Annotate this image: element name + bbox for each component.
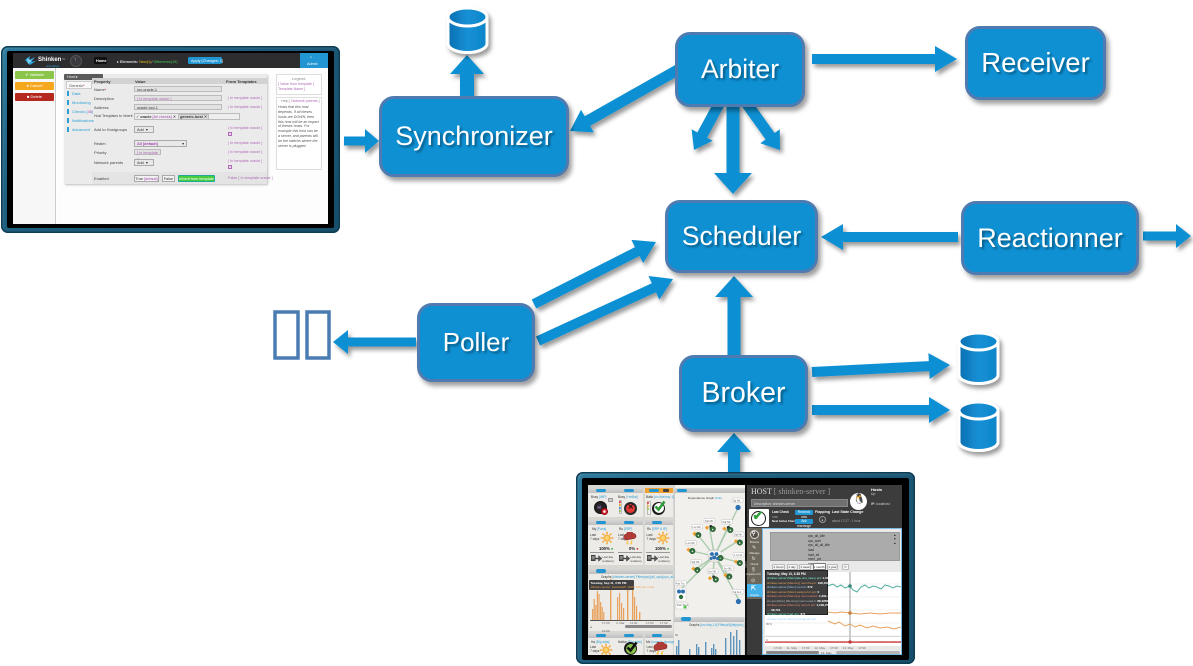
- svg-text:Srv N6: Srv N6: [723, 567, 731, 571]
- svg-text:♦: ♦: [696, 568, 698, 572]
- svg-text:0: 0: [766, 638, 768, 642]
- svg-text:17:00: 17:00: [660, 621, 668, 624]
- svg-text:Lvs N6: Lvs N6: [692, 525, 701, 529]
- svg-text:♦: ♦: [738, 541, 740, 545]
- svg-text:17:00: 17:00: [646, 621, 654, 624]
- svg-text:♦: ♦: [728, 575, 730, 579]
- svg-text:1 Cl nb: 1 Cl nb: [734, 553, 743, 557]
- svg-text:♦: ♦: [711, 527, 713, 531]
- svg-text:Sql N6: Sql N6: [705, 519, 713, 523]
- svg-text:♦: ♦: [697, 533, 699, 537]
- svg-text:17:00: 17:00: [602, 621, 610, 624]
- svg-text:Srv N6: Srv N6: [708, 570, 716, 574]
- svg-text:4. Mar: 4. Mar: [616, 621, 625, 624]
- svg-text:11:00: 11:00: [630, 621, 638, 624]
- svg-text:Sq Nb: Sq Nb: [733, 499, 741, 503]
- svg-text:✦: ✦: [728, 528, 731, 532]
- svg-text:Sq fe-1: Sq fe-1: [733, 590, 742, 594]
- svg-text:80%: 80%: [766, 622, 772, 626]
- svg-text:Pub Tru: Pub Tru: [675, 582, 685, 586]
- svg-text:Sql Nb: Sql Nb: [734, 533, 742, 537]
- svg-text:✦: ✦: [714, 578, 717, 582]
- svg-text:✦: ✦: [738, 561, 741, 565]
- svg-text:Lvs N6: Lvs N6: [686, 541, 695, 545]
- svg-text:Sql N6: Sql N6: [691, 560, 699, 564]
- svg-text:✦: ✦: [690, 549, 693, 553]
- svg-text:Sql N6: Sql N6: [722, 520, 730, 524]
- svg-text:✓: ✓: [719, 556, 722, 560]
- svg-text:Pub-Tru-1: Pub-Tru-1: [677, 603, 689, 607]
- svg-text:5k: 5k: [675, 633, 679, 637]
